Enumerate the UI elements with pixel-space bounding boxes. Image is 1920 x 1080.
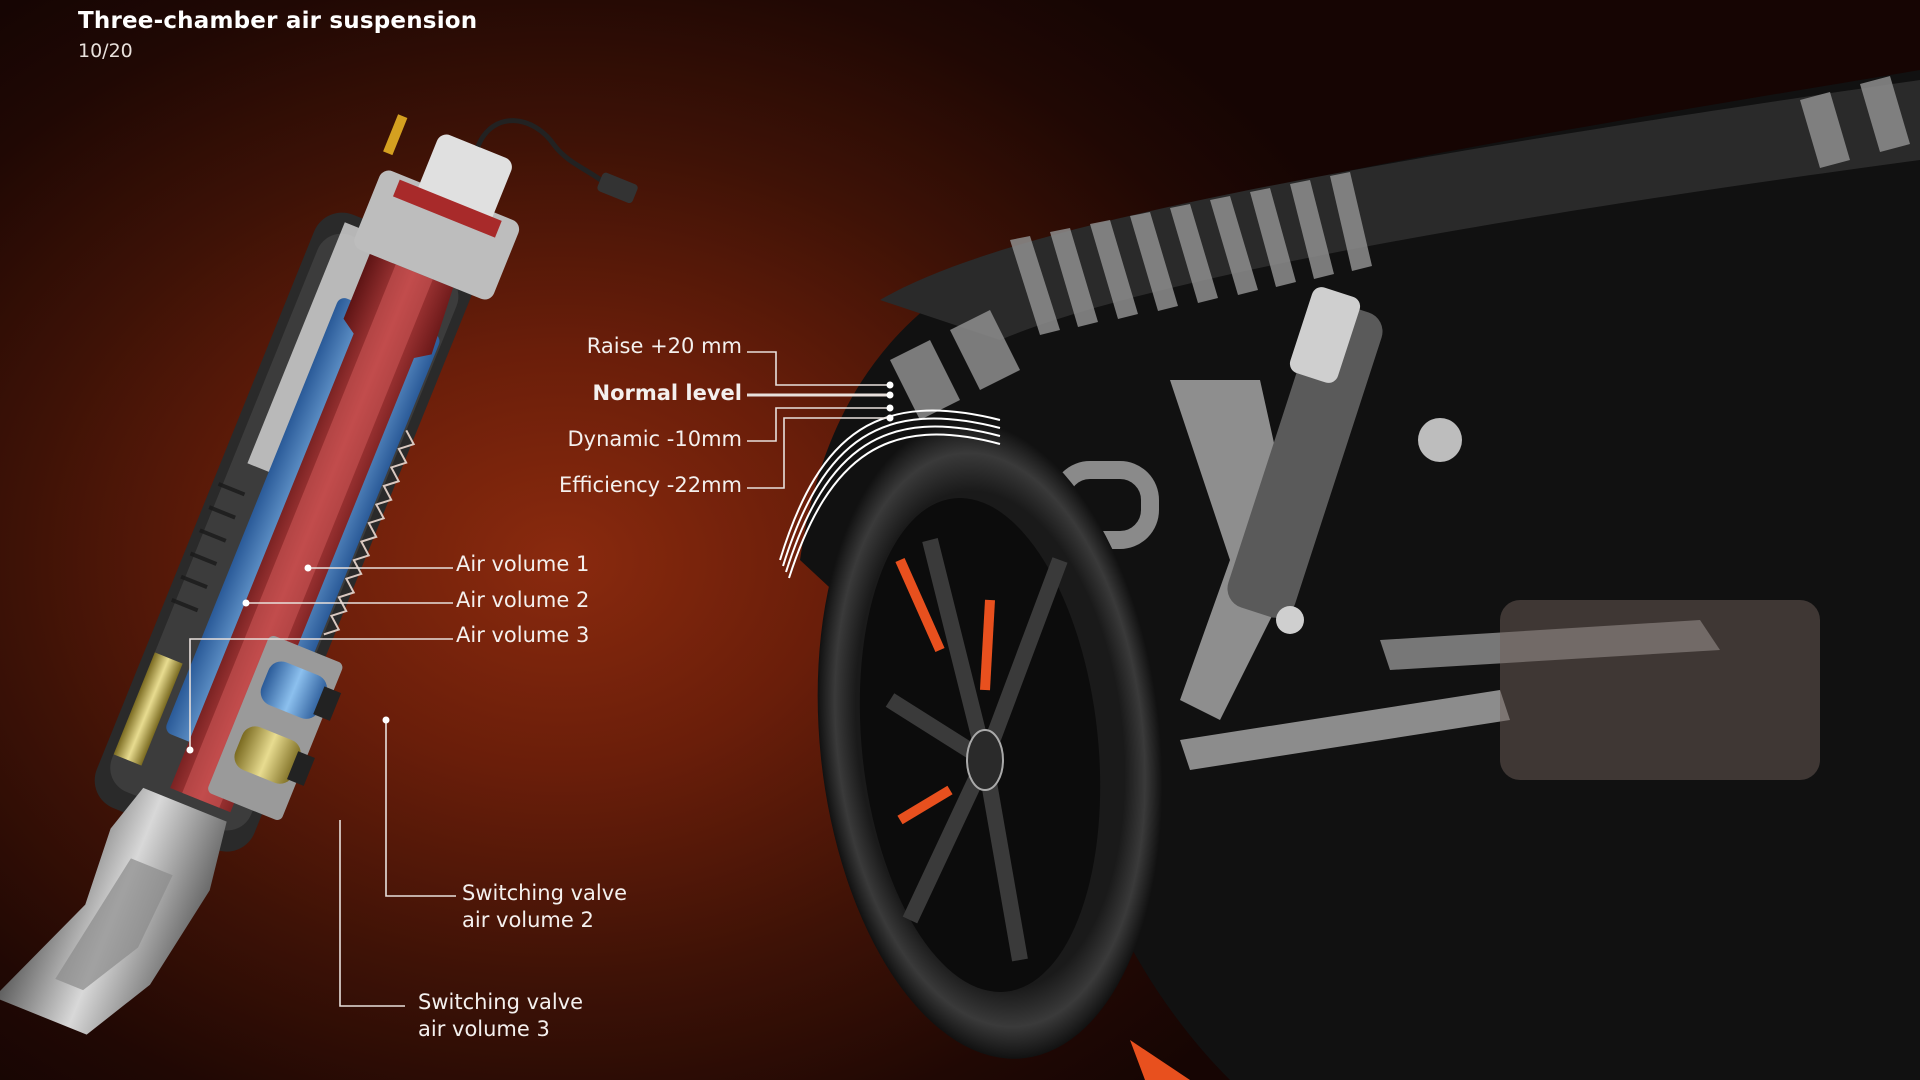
callout-dynamic: Dynamic -10mm [567, 427, 742, 451]
callout-switching-valve-3: Switching valve air volume 3 [418, 989, 583, 1043]
callout-efficiency: Efficiency -22mm [558, 473, 742, 497]
wheel-spokes [885, 538, 1068, 962]
camouflage-wrap [890, 76, 1910, 420]
ride-height-arcs [779, 409, 1001, 579]
callout-switching-valve-2-line1: Switching valve [462, 881, 628, 905]
sensor-cable [475, 118, 606, 185]
callout-switching-valve-3-line2: air volume 3 [418, 1017, 550, 1041]
car-front-corner [779, 70, 1920, 1080]
hub-cap-icon [966, 729, 1004, 791]
page-title: Three-chamber air suspension [78, 8, 478, 34]
page-counter: 10/20 [78, 40, 133, 62]
leader-lines [189, 351, 890, 1007]
callout-air-volume-2: Air volume 2 [456, 588, 590, 612]
air-volume-3-chamber [113, 652, 183, 766]
callout-air-volume-1: Air volume 1 [456, 552, 590, 576]
brake-caliper-accents [895, 557, 995, 825]
callout-air-volume-3: Air volume 3 [456, 623, 590, 647]
callout-switching-valve-2-line2: air volume 2 [462, 908, 594, 932]
title-block: Three-chamber air suspension 10/20 [78, 8, 477, 62]
wheel [817, 421, 1190, 1080]
front-suspension [1170, 287, 1820, 780]
valve-stem-icon [383, 114, 408, 156]
top-mount [354, 170, 520, 300]
callout-normal-level: Normal level [592, 381, 743, 405]
callout-switching-valve-2: Switching valve air volume 2 [462, 880, 627, 934]
callout-switching-valve-3-line1: Switching valve [418, 990, 584, 1014]
leader-dots [186, 381, 894, 754]
switching-valve-2 [260, 661, 327, 719]
switching-valve-3 [234, 726, 301, 784]
callout-raise: Raise +20 mm [586, 334, 742, 358]
